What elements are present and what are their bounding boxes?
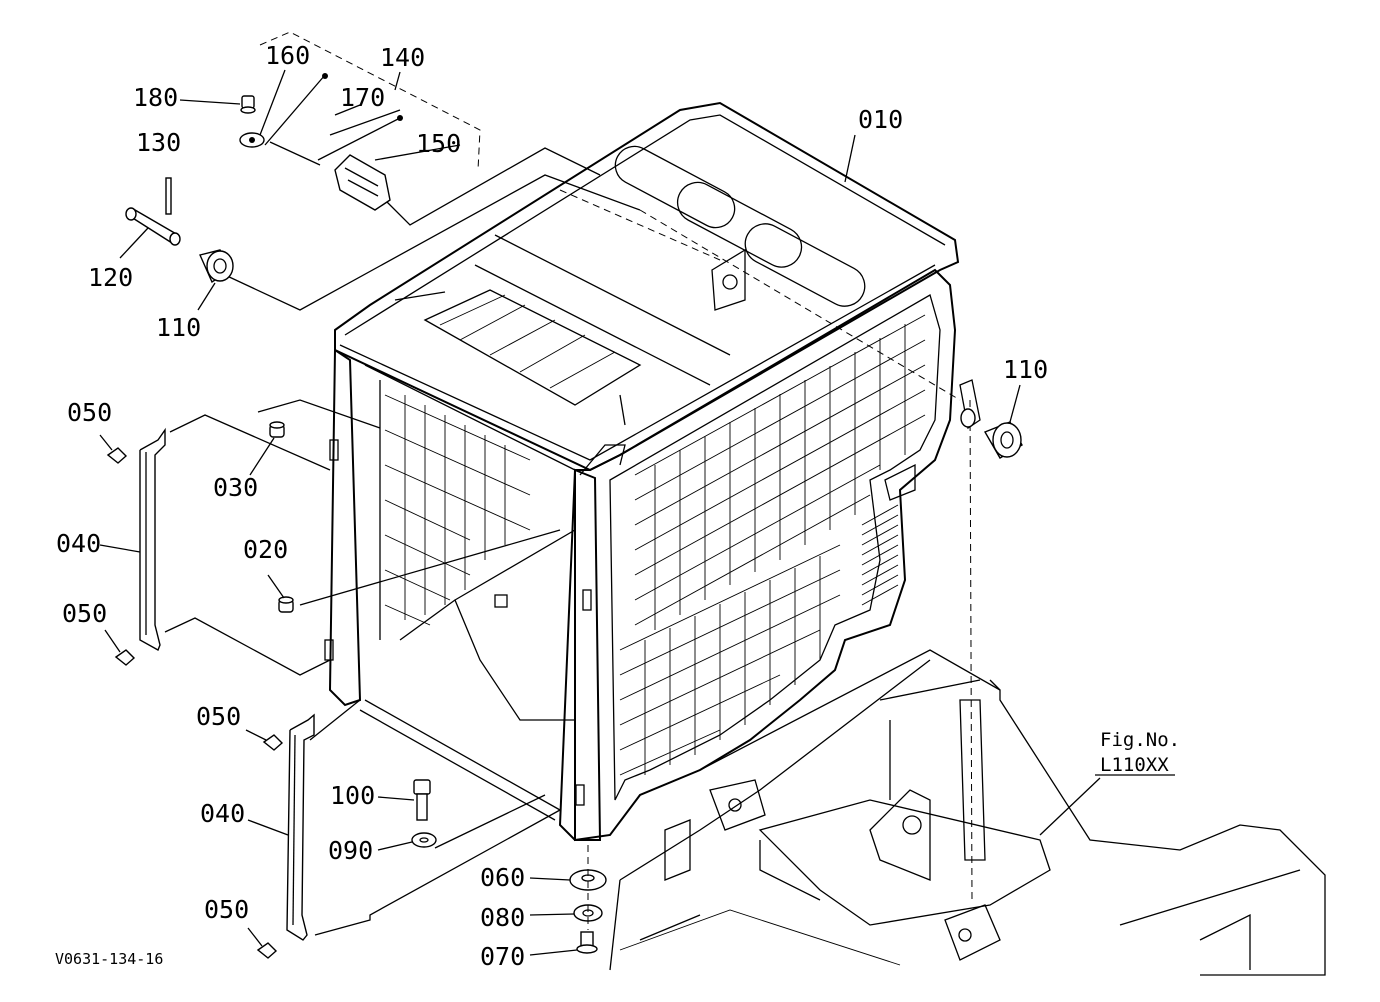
part-050-bolt-a <box>99 434 128 464</box>
part-050-bolt-c <box>245 729 284 751</box>
label-050-b: 050 <box>62 599 107 628</box>
mesh-grid-upper <box>634 314 926 630</box>
mesh-grid-left <box>384 394 531 626</box>
part-040-grab-handle-lower <box>247 713 315 941</box>
leader-fig-ref <box>1039 777 1101 836</box>
part-080-washer <box>529 904 603 922</box>
leader-010 <box>844 134 856 183</box>
mesh-grid-lower <box>619 544 841 776</box>
leader-140 <box>394 71 401 91</box>
figure-ref-title: Fig.No. <box>1100 729 1180 751</box>
part-050-bolt-d <box>247 927 278 959</box>
figure-ref-number: L110XX <box>1100 754 1169 776</box>
canopy-side-panel <box>574 268 957 842</box>
label-180: 180 <box>133 83 178 112</box>
label-050-c: 050 <box>196 702 241 731</box>
part-180-nut <box>179 95 256 114</box>
label-110-left: 110 <box>156 313 201 342</box>
machine-frame <box>609 649 1326 976</box>
label-010: 010 <box>858 105 903 134</box>
label-150: 150 <box>416 129 461 158</box>
label-050-d: 050 <box>204 895 249 924</box>
dashed-leaders <box>259 31 973 901</box>
label-070: 070 <box>480 942 525 971</box>
part-labels: 010 020 030 040 040 050 050 050 050 060 … <box>56 41 1048 971</box>
part-020-cap <box>267 574 294 613</box>
label-020: 020 <box>243 535 288 564</box>
label-160: 160 <box>265 41 310 70</box>
part-040-grab-handle-upper <box>99 427 166 651</box>
vent-slots <box>861 504 899 606</box>
label-140: 140 <box>380 43 425 72</box>
part-170-wire <box>264 73 403 166</box>
part-050-bolt-b <box>104 629 136 666</box>
part-150-lock-pin <box>334 144 461 211</box>
assembly-leaders <box>164 109 641 936</box>
label-100: 100 <box>330 781 375 810</box>
label-110-right: 110 <box>1003 355 1048 384</box>
label-030: 030 <box>213 473 258 502</box>
label-040-upper: 040 <box>56 529 101 558</box>
part-160-plate <box>239 69 286 148</box>
canopy-roof <box>334 101 960 472</box>
part-130-pin <box>165 177 172 215</box>
part-060-rubber-mount <box>529 869 607 891</box>
label-130: 130 <box>136 128 181 157</box>
drawing-code: V0631-134-16 <box>55 950 163 968</box>
label-050-a: 050 <box>67 398 112 427</box>
part-120-shaft <box>119 207 181 259</box>
label-090: 090 <box>328 836 373 865</box>
canopy-front-frame <box>324 348 626 841</box>
part-070-bolt <box>529 931 598 956</box>
part-100-bolt <box>377 779 431 821</box>
label-170: 170 <box>340 83 385 112</box>
part-090-washer <box>377 832 437 851</box>
part-030-cap <box>249 421 285 476</box>
label-040-lower: 040 <box>200 799 245 828</box>
label-120: 120 <box>88 263 133 292</box>
part-110-bushing-right <box>959 379 1023 459</box>
part-110-bushing-left <box>197 249 234 311</box>
label-060: 060 <box>480 863 525 892</box>
label-080: 080 <box>480 903 525 932</box>
